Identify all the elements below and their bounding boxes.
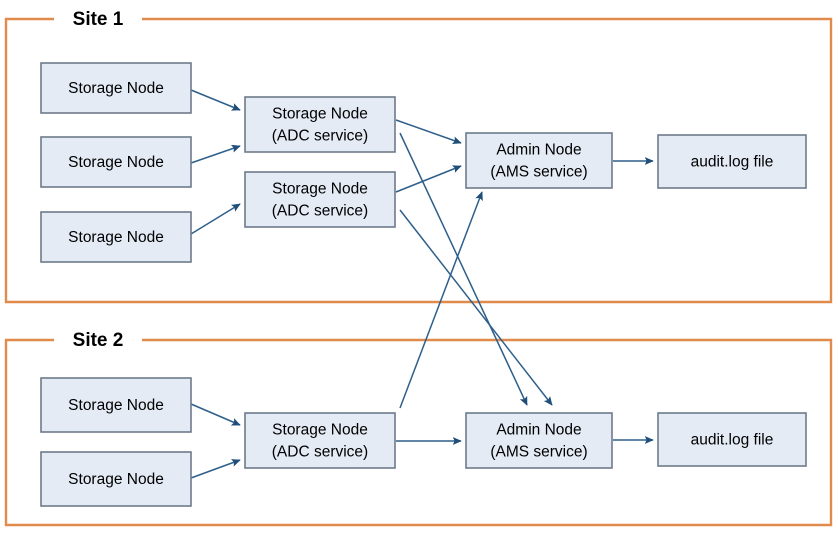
storage-node-adc-box (244, 412, 396, 469)
storage-node-adc-label-line1: Storage Node (272, 422, 368, 439)
connector-s1-adc-1-to-s2-admin (399, 132, 528, 406)
site-label: Site 2 (73, 330, 124, 351)
connector-s2-sn-2-to-s2-adc-1 (190, 459, 241, 479)
site-label: Site 1 (73, 9, 124, 30)
connector-s1-adc-2-to-s2-admin (399, 209, 553, 406)
storage-node-adc[interactable]: Storage Node (ADC service) (244, 412, 396, 469)
connector-s1-sn-2-to-s1-adc-1 (190, 144, 241, 164)
storage-node-box (40, 136, 192, 188)
storage-node[interactable]: Storage Node (40, 377, 192, 433)
site-frame-2 (4, 338, 833, 527)
storage-node-label: Storage Node (68, 154, 164, 171)
connector-s2-sn-1-to-s2-adc-1 (190, 403, 241, 426)
admin-node-ams-label-line1: Admin Node (496, 142, 581, 159)
storage-node[interactable]: Storage Node (40, 62, 192, 114)
site-labels-layer: Site 1 Site 2 (73, 9, 124, 351)
admin-node-ams-label-line2: (AMS service) (490, 444, 587, 461)
storage-node[interactable]: Storage Node (40, 451, 192, 507)
storage-node-adc[interactable]: Storage Node (ADC service) (244, 171, 396, 228)
connector-s1-sn-3-to-s1-adc-2 (190, 203, 241, 235)
storage-node-label: Storage Node (68, 397, 164, 414)
audit-log-file-box (657, 412, 807, 467)
storage-node[interactable]: Storage Node (40, 211, 192, 263)
audit-log-file[interactable]: audit.log file (657, 412, 807, 467)
storage-node-adc[interactable]: Storage Node (ADC service) (244, 96, 396, 153)
storage-node-box (40, 62, 192, 114)
storage-node-label: Storage Node (68, 229, 164, 246)
site-frame-1 (4, 17, 833, 304)
audit-log-file-label: audit.log file (691, 154, 774, 171)
storage-node-adc-label-line2: (ADC service) (272, 203, 368, 220)
connections-layer (190, 89, 654, 479)
storage-node-adc-label-line2: (ADC service) (272, 128, 368, 145)
site-frames-layer (4, 17, 833, 527)
admin-node-ams-box (465, 132, 613, 189)
admin-node-ams[interactable]: Admin Node (AMS service) (465, 132, 613, 189)
storage-node-adc-label-line2: (ADC service) (272, 444, 368, 461)
storage-node-box (40, 211, 192, 263)
connector-s1-adc-1-to-s1-admin (395, 119, 462, 145)
admin-node-ams-box (465, 412, 613, 469)
admin-node-ams-label-line2: (AMS service) (490, 164, 587, 181)
connector-s1-sn-1-to-s1-adc-1 (190, 89, 241, 111)
storage-node-adc-box (244, 96, 396, 153)
audit-log-file-box (657, 134, 807, 189)
storage-node-box (40, 451, 192, 507)
storage-node-box (40, 377, 192, 433)
connector-s2-adc-1-to-s1-admin (399, 191, 483, 409)
storage-node[interactable]: Storage Node (40, 136, 192, 188)
admin-node-ams-label-line1: Admin Node (496, 422, 581, 439)
admin-node-ams[interactable]: Admin Node (AMS service) (465, 412, 613, 469)
connector-s1-adc-2-to-s1-admin (395, 165, 462, 193)
audit-log-file[interactable]: audit.log file (657, 134, 807, 189)
storage-node-label: Storage Node (68, 80, 164, 97)
storage-node-adc-box (244, 171, 396, 228)
storage-node-label: Storage Node (68, 471, 164, 488)
storage-node-adc-label-line1: Storage Node (272, 106, 368, 123)
storage-node-adc-label-line1: Storage Node (272, 181, 368, 198)
audit-log-file-label: audit.log file (691, 432, 774, 449)
